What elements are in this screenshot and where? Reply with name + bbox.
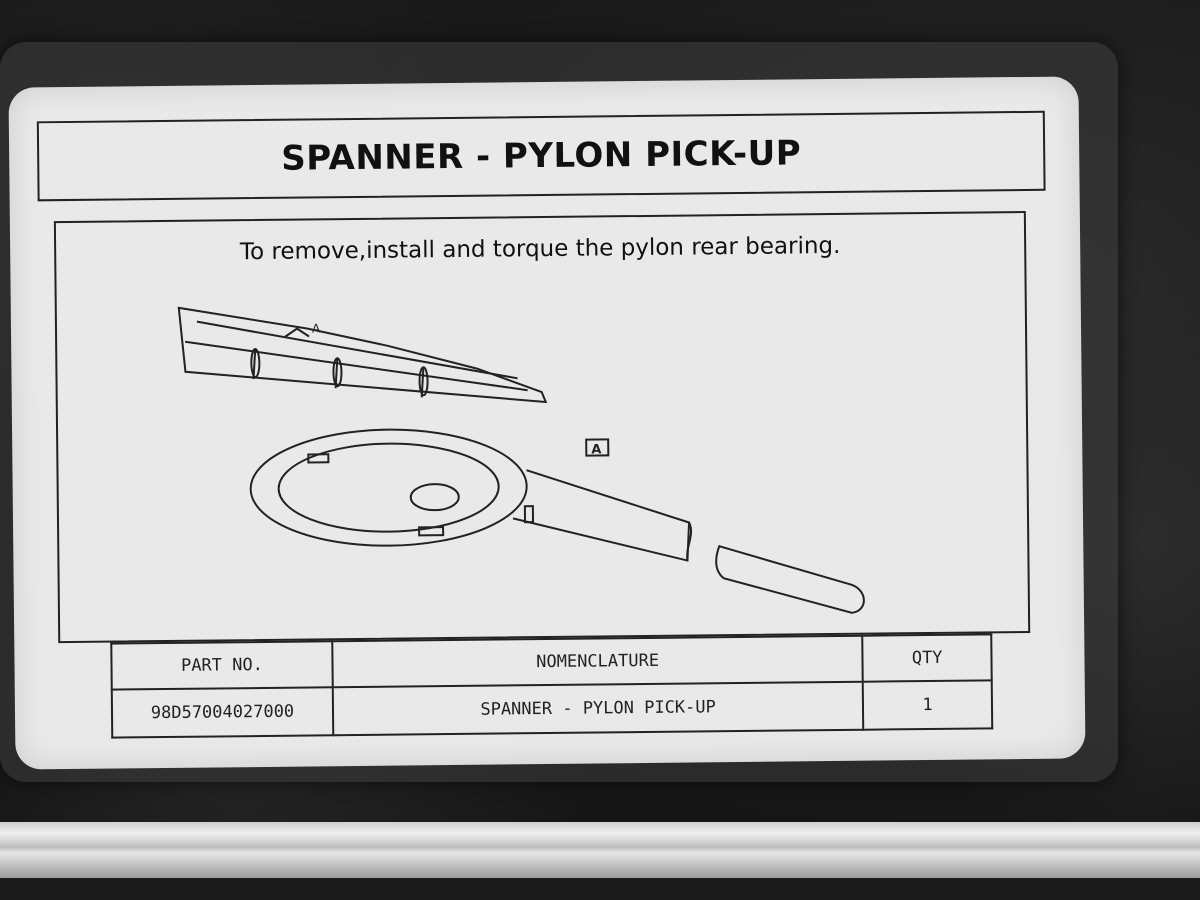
- placard-title: SPANNER - PYLON PICK-UP: [281, 133, 802, 179]
- header-qty: QTY: [862, 634, 992, 682]
- case-rail-shadow: [0, 878, 1200, 900]
- tool-drawing: A A: [177, 306, 865, 614]
- cell-part-no: 98D57004027000: [111, 687, 334, 738]
- title-box: SPANNER - PYLON PICK-UP: [36, 110, 1046, 202]
- view-callout-label: A: [591, 442, 601, 457]
- case-rail: [0, 822, 1200, 878]
- figure-box: To remove,install and torque the pylon r…: [53, 210, 1031, 644]
- pylon-beam-sketch: [177, 306, 548, 404]
- spanner-sketch: [249, 428, 865, 614]
- parts-table: PART NO. NOMENCLATURE QTY 98D57004027000…: [110, 633, 993, 738]
- cell-nomenclature: SPANNER - PYLON PICK-UP: [332, 681, 864, 736]
- header-nomenclature: NOMENCLATURE: [332, 635, 864, 688]
- view-label: A: [312, 321, 321, 335]
- table-row: 98D57004027000 SPANNER - PYLON PICK-UP 1: [111, 680, 993, 738]
- tool-placard: SPANNER - PYLON PICK-UP To remove,instal…: [8, 76, 1086, 770]
- cell-qty: 1: [863, 680, 993, 730]
- header-part-no: PART NO.: [111, 641, 333, 690]
- view-callout-frame: [585, 438, 610, 457]
